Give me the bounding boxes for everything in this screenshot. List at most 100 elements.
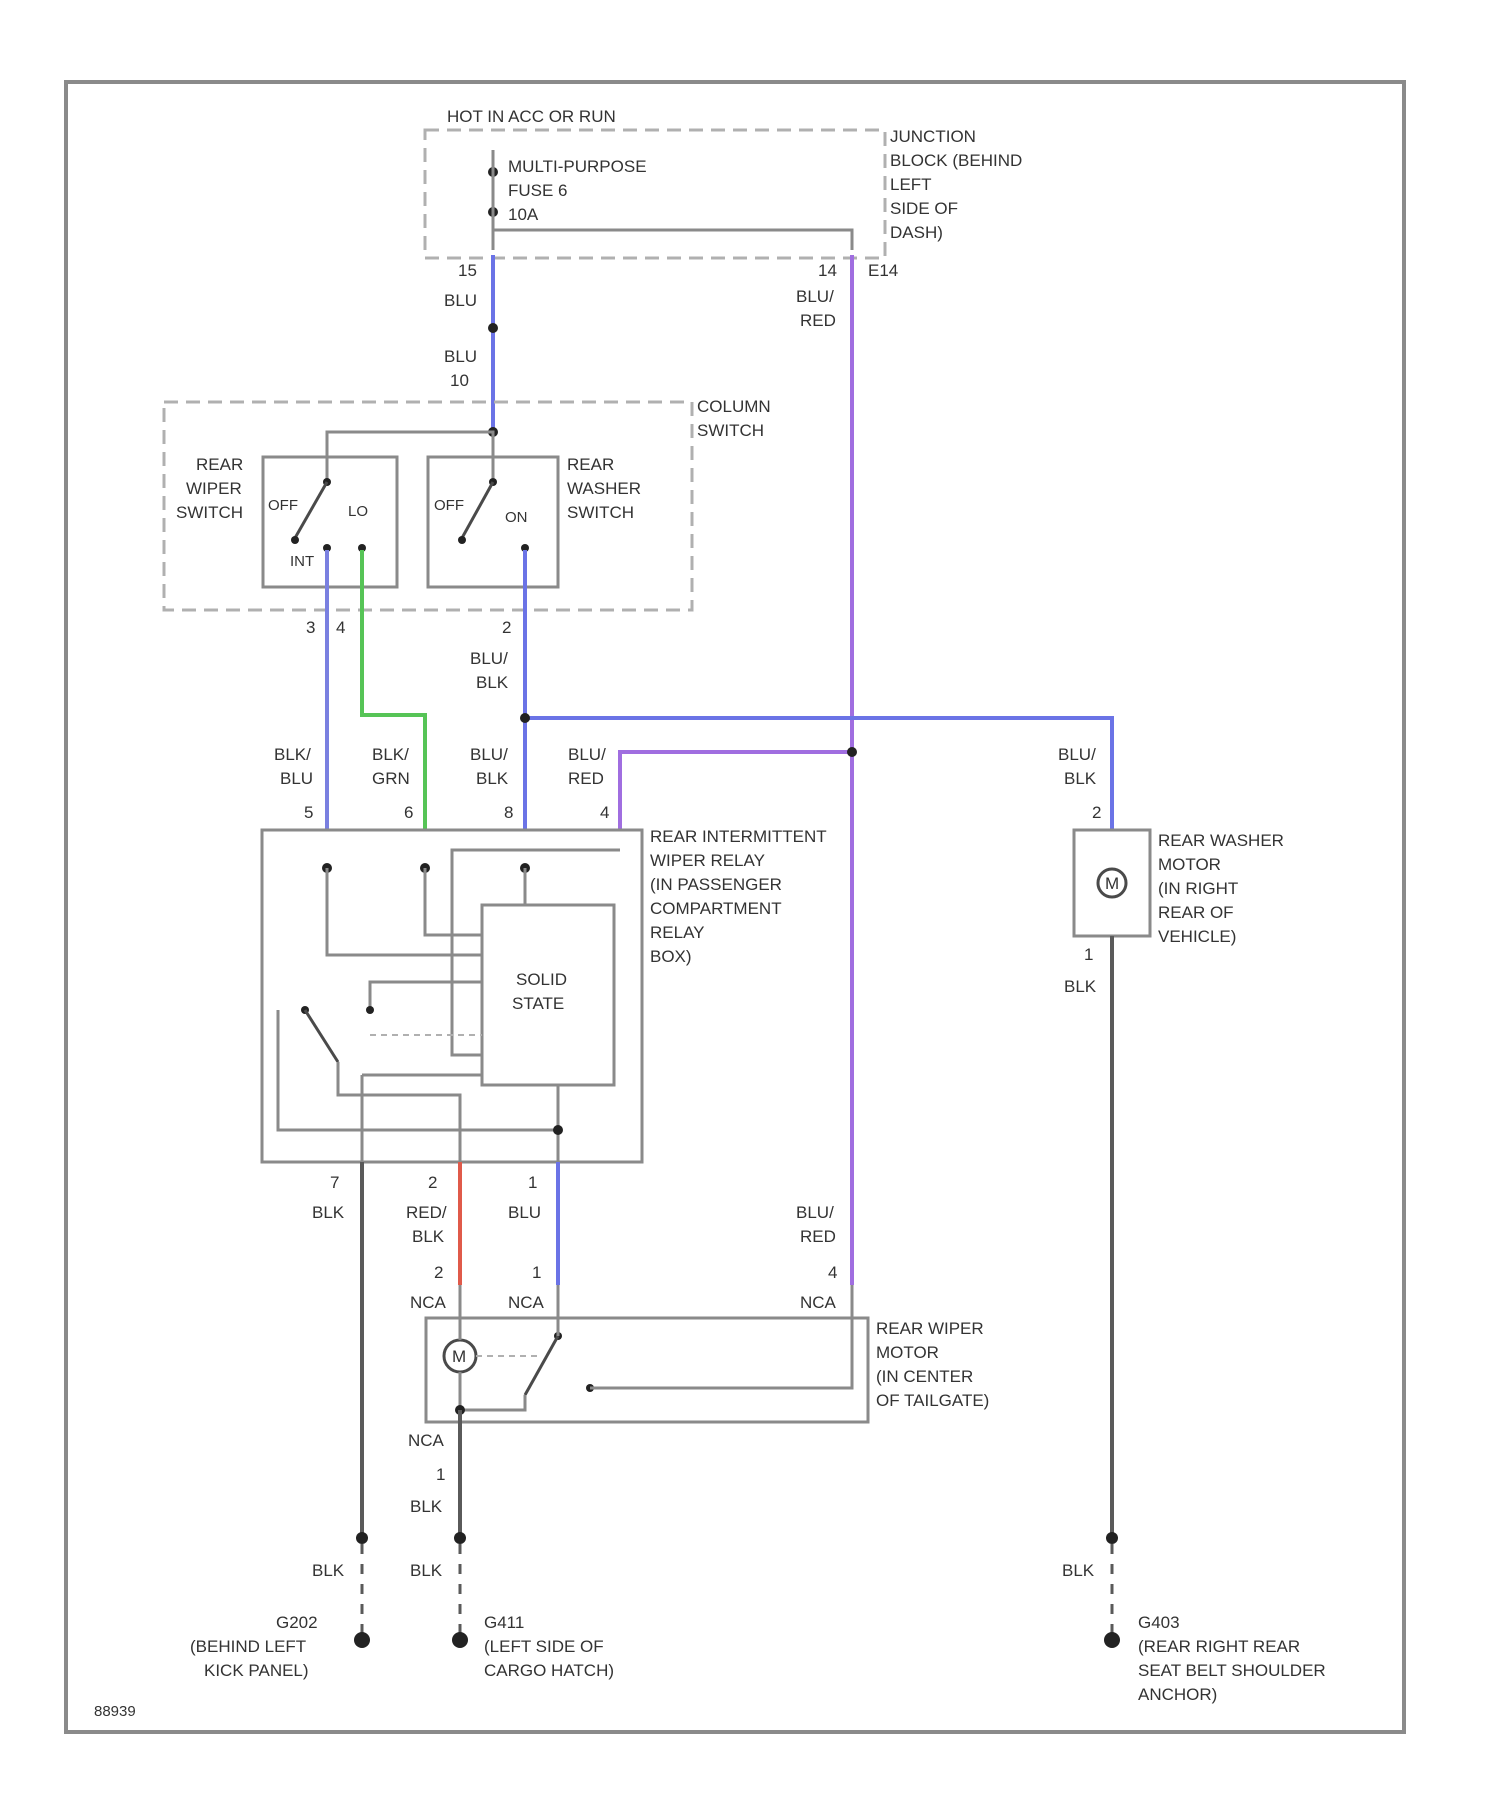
- wire-blu-blk-washer: [525, 718, 1112, 830]
- rear-wiper-switch-label-2: WIPER: [186, 479, 242, 498]
- wire-label-blk-relay: BLK: [312, 1203, 345, 1222]
- relay-pin-4-label: 4: [600, 803, 609, 822]
- ground-g403-label-2: (REAR RIGHT REAR: [1138, 1637, 1300, 1656]
- nca-label-3: NCA: [800, 1293, 837, 1312]
- splice-g411: [454, 1532, 466, 1544]
- relay-label-2: WIPER RELAY: [650, 851, 765, 870]
- relay-contact-fixed: [366, 1006, 374, 1014]
- motor-pin-1-label: 1: [532, 1263, 541, 1282]
- splice-blu-blk: [520, 713, 530, 723]
- ground-g411-label-3: CARGO HATCH): [484, 1661, 614, 1680]
- wire-label-blu-relay-out: BLU: [508, 1203, 541, 1222]
- fuse-label-1: MULTI-PURPOSE: [508, 157, 647, 176]
- motor-pin-bottom-1-label: 1: [436, 1465, 445, 1484]
- relay-contact-ctrl: [370, 982, 482, 1010]
- wire-label-blu-top: BLU: [444, 291, 477, 310]
- washer-pin-2-label: 2: [1092, 803, 1101, 822]
- wire-label-blu-10-b: 10: [450, 371, 469, 390]
- relay-label-4: COMPARTMENT: [650, 899, 782, 918]
- wiper-motor-m: M: [452, 1347, 466, 1366]
- fuse-label-2: FUSE 6: [508, 181, 568, 200]
- relay-internal-4: [452, 850, 620, 1055]
- relay-pin-5-label: 5: [304, 803, 313, 822]
- wiper-motor-label-3: (IN CENTER: [876, 1367, 973, 1386]
- wiper-motor-box: [426, 1318, 868, 1422]
- washer-switch-on-label: ON: [505, 509, 528, 526]
- column-pin-4-label: 4: [336, 618, 345, 637]
- relay-pin-6-label: 6: [404, 803, 413, 822]
- wire-label-blu-red-top-1: BLU/: [796, 287, 834, 306]
- splice-blu-red: [847, 747, 857, 757]
- ground-g403: BLK G403 (REAR RIGHT REAR SEAT BELT SHOU…: [1062, 1532, 1326, 1704]
- washer-switch-off-contact: [458, 536, 466, 544]
- ground-g202-label-1: G202: [276, 1613, 318, 1632]
- junction-block-label-3: LEFT: [890, 175, 932, 194]
- wire-label-blk-g202: BLK: [312, 1561, 345, 1580]
- rear-washer-switch-label-3: SWITCH: [567, 503, 634, 522]
- wire-label-blu-blk-mid-2: BLK: [476, 673, 509, 692]
- rear-washer-switch-label-1: REAR: [567, 455, 614, 474]
- ground-g403-symbol: [1104, 1632, 1120, 1648]
- relay-label-6: BOX): [650, 947, 692, 966]
- rear-wiper-switch-box: [263, 457, 397, 587]
- wire-label-blu-10-a: BLU: [444, 347, 477, 366]
- ground-g202: BLK G202 (BEHIND LEFT KICK PANEL): [190, 1532, 370, 1680]
- relay-contact-blade: [305, 1010, 338, 1062]
- junction-block-label-4: SIDE OF: [890, 199, 958, 218]
- column-switch-label-2: SWITCH: [697, 421, 764, 440]
- wiper-switch-off-contact: [291, 536, 299, 544]
- washer-motor-label-4: REAR OF: [1158, 903, 1234, 922]
- wire-label-blu-red-top-2: RED: [800, 311, 836, 330]
- column-switch: COLUMN SWITCH REAR WIPER SWITCH OFF LO I…: [164, 397, 771, 637]
- ground-g411-label-2: (LEFT SIDE OF: [484, 1637, 604, 1656]
- wiper-switch-int-label: INT: [290, 553, 314, 570]
- relay-pin-8-label: 8: [504, 803, 513, 822]
- rear-washer-motor: 2 M REAR WASHER MOTOR (IN RIGHT REAR OF …: [1064, 803, 1284, 996]
- ground-g403-label-4: ANCHOR): [1138, 1685, 1217, 1704]
- relay-internal-2: [338, 1062, 460, 1162]
- washer-motor-m: M: [1105, 874, 1119, 893]
- wire-label-blk-grn-2: GRN: [372, 769, 410, 788]
- splice-g403: [1106, 1532, 1118, 1544]
- diagram-id: 88939: [94, 1703, 136, 1720]
- wiper-switch-lo-label: LO: [348, 503, 368, 520]
- relay-label-3: (IN PASSENGER: [650, 875, 782, 894]
- wire-label-blk-g403: BLK: [1062, 1561, 1095, 1580]
- relay-label-5: RELAY: [650, 923, 705, 942]
- fuse-bus-wire: [493, 228, 852, 250]
- washer-pin-1-label: 1: [1084, 945, 1093, 964]
- washer-switch-off-label: OFF: [434, 497, 464, 514]
- washer-motor-label-1: REAR WASHER: [1158, 831, 1284, 850]
- wire-label-blk-blu-1: BLK/: [274, 745, 311, 764]
- rear-wiper-switch-label-3: SWITCH: [176, 503, 243, 522]
- junction-block-label-2: BLOCK (BEHIND: [890, 151, 1022, 170]
- connector-e14-label: E14: [868, 261, 898, 280]
- relay-pin-1-label: 1: [528, 1173, 537, 1192]
- ground-g202-symbol: [354, 1632, 370, 1648]
- wiper-motor-park-blade: [525, 1336, 558, 1395]
- column-pin-3-label: 3: [306, 618, 315, 637]
- wire-label-red-blk-2: BLK: [412, 1227, 445, 1246]
- wire-label-blu-blk-washer-2: BLK: [1064, 769, 1097, 788]
- fuse-label-3: 10A: [508, 205, 539, 224]
- junction-block-label-5: DASH): [890, 223, 943, 242]
- wiper-motor-label-4: OF TAILGATE): [876, 1391, 989, 1410]
- motor-pin-4-label: 4: [828, 1263, 837, 1282]
- wire-label-blu-red-motor-2: RED: [800, 1227, 836, 1246]
- relay-internal-7: [278, 1010, 558, 1130]
- wire-label-blu-red-relay-1: BLU/: [568, 745, 606, 764]
- hot-in-label: HOT IN ACC OR RUN: [447, 107, 616, 126]
- wiper-switch-blade: [295, 482, 327, 538]
- solid-state-label-1: SOLID: [516, 970, 567, 989]
- wiper-motor-label-2: MOTOR: [876, 1343, 939, 1362]
- ground-g411-symbol: [452, 1632, 468, 1648]
- wire-label-blk-washer: BLK: [1064, 977, 1097, 996]
- wiper-motor-label-1: REAR WIPER: [876, 1319, 984, 1338]
- relay-pin-7-label: 7: [330, 1173, 339, 1192]
- wire-label-blk-motor: BLK: [410, 1497, 443, 1516]
- relay-internal-5: [327, 868, 482, 955]
- ground-g403-label-1: G403: [1138, 1613, 1180, 1632]
- ground-g411: BLK G411 (LEFT SIDE OF CARGO HATCH): [410, 1532, 614, 1680]
- ground-g202-label-2: (BEHIND LEFT: [190, 1637, 306, 1656]
